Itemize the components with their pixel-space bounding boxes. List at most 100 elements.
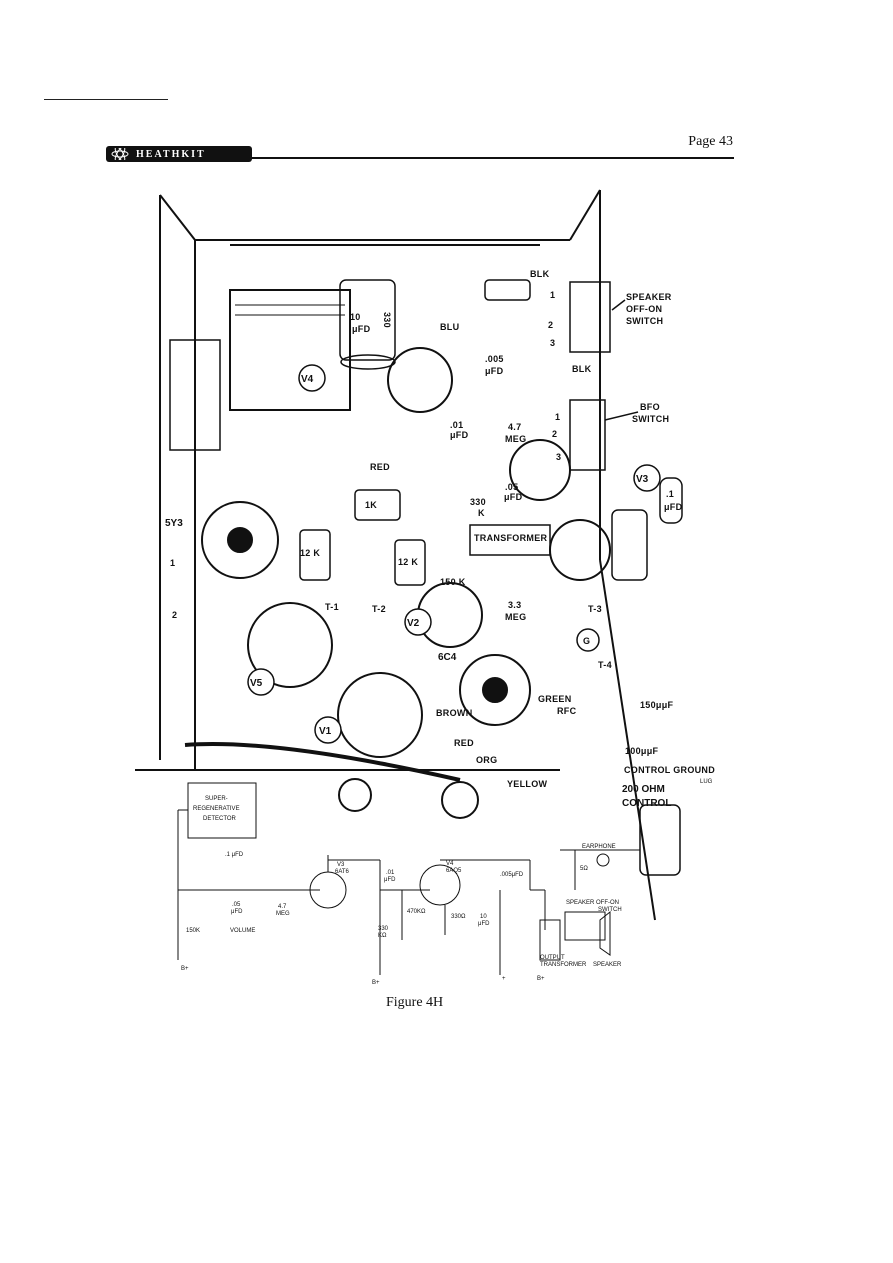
- c-10-unit: μFD: [478, 921, 490, 927]
- c-01-value: .01: [386, 870, 395, 876]
- cable: [184, 742, 461, 782]
- if-transformer: [469, 524, 551, 556]
- terminal-t2: T-2: [372, 604, 386, 614]
- bfo-switch: [569, 399, 639, 471]
- c-01-unit: μFD: [384, 877, 396, 883]
- power-transformer: [169, 289, 351, 451]
- terminal-t4: T-4: [598, 660, 612, 670]
- terminal-t3: T-3: [588, 604, 602, 614]
- cap-05-value: .05: [505, 482, 518, 492]
- output-tr-line1: OUTPUT: [540, 955, 565, 961]
- tube-6c4: 6C4: [438, 652, 457, 663]
- lead-red: RED: [454, 738, 474, 748]
- figure-caption: Figure 4H: [386, 995, 444, 1010]
- cap-01-unit: μFD: [450, 430, 469, 440]
- res-47-value: 4.7: [508, 422, 521, 432]
- bfo-switch-line2: SWITCH: [632, 414, 669, 424]
- earphone-label: EARPHONE: [582, 844, 616, 850]
- v4-label: V4: [446, 861, 454, 867]
- res-12k-b: 12 K: [398, 557, 418, 567]
- bfo-sw-3: 3: [556, 452, 561, 462]
- wire-blk-top: BLK: [530, 269, 550, 279]
- speaker-switch-line1: SPEAKER: [626, 292, 672, 302]
- electrolytic-capacitor: [339, 279, 396, 370]
- block-line1: SUPER-: [205, 796, 228, 802]
- res-33-value: 3.3: [508, 600, 521, 610]
- c-10-value: 10: [480, 914, 487, 920]
- v3-type: 6AT6: [335, 869, 350, 875]
- spk-switch-line1: SPEAKER OFF-ON: [566, 900, 619, 906]
- res-12k-a: 12 K: [300, 548, 320, 558]
- cap-100-callout: 100μμF: [625, 746, 659, 756]
- lug-callout: LUG: [700, 779, 713, 785]
- tube-sockets: [201, 347, 611, 758]
- lead-green: GREEN: [538, 694, 572, 704]
- r-470k: 470KΩ: [407, 909, 426, 915]
- cap-005-unit: μFD: [485, 366, 504, 376]
- res-150k: 150 K: [440, 577, 466, 587]
- r-330k-value: 330: [378, 926, 389, 932]
- c-vol-value: .05: [232, 902, 241, 908]
- page-number: Page 43: [688, 134, 733, 149]
- spk-sw-3: 3: [550, 338, 555, 348]
- res-1k: 1K: [365, 500, 377, 510]
- lead-brown: BROWN: [436, 708, 473, 718]
- r-330k-unit: KΩ: [378, 933, 387, 939]
- speaker-switch-line2: OFF-ON: [626, 304, 662, 314]
- tube-v1: V1: [319, 726, 332, 737]
- cap-10-value: 10: [350, 312, 361, 322]
- cap-10-unit: μFD: [352, 324, 371, 334]
- control-callout: CONTROL: [622, 798, 671, 809]
- chassis: [135, 189, 656, 921]
- spk-sw-2: 2: [548, 320, 553, 330]
- lead-org: ORG: [476, 755, 497, 765]
- v4-type: 6AQ5: [446, 868, 462, 874]
- r-5: 5Ω: [580, 866, 588, 872]
- r-47-value: 4.7: [278, 904, 287, 910]
- grommet: [441, 781, 479, 819]
- bfo-sw-1: 1: [555, 412, 560, 422]
- grommet-2: [338, 778, 372, 812]
- transformer-label: TRANSFORMER: [474, 533, 547, 543]
- tube-v5: V5: [250, 678, 263, 689]
- r-47-unit: MEG: [276, 911, 290, 917]
- tuning-knob: [611, 509, 681, 876]
- tube-v3: V3: [636, 474, 649, 485]
- wire-blu: BLU: [440, 322, 459, 332]
- ohm-200-callout: 200 OHM: [622, 784, 665, 795]
- bfo-sw-2: 2: [552, 429, 557, 439]
- terminal-t1: T-1: [325, 602, 339, 612]
- speaker-switch-line3: SWITCH: [626, 316, 663, 326]
- cap-1-value: .1: [666, 489, 674, 499]
- res-330-value: 330: [382, 312, 392, 328]
- block-line3: DETECTOR: [203, 816, 237, 822]
- tube-5y3: 5Y3: [165, 518, 183, 529]
- resistors: [299, 279, 531, 586]
- c-005: .005μFD: [500, 872, 524, 878]
- brand-name: HEATHKIT: [136, 148, 206, 160]
- tube-v2: V2: [407, 618, 420, 629]
- res-330k-unit: K: [478, 508, 485, 518]
- cap-1-unit: μFD: [664, 502, 683, 512]
- block-line2: REGENERATIVE: [193, 806, 240, 812]
- output-tr-line2: TRANSFORMER: [540, 962, 587, 968]
- vol-label: VOLUME: [230, 928, 255, 934]
- v3-label: V3: [337, 862, 345, 868]
- spk-switch-line2: SWITCH: [598, 907, 622, 913]
- speaker-label: SPEAKER: [593, 962, 622, 968]
- bplus-2: B+: [372, 980, 380, 986]
- c-vol-unit: μFD: [231, 909, 243, 915]
- speaker-switch: [569, 281, 626, 353]
- cap-01-value: .01: [450, 420, 463, 430]
- res-33-unit: MEG: [505, 612, 526, 622]
- pin-1: 1: [170, 558, 175, 568]
- terminal-g: G: [583, 636, 590, 646]
- bplus-3: +: [502, 976, 506, 982]
- lead-yellow: YELLOW: [507, 779, 548, 789]
- cap-005-value: .005: [485, 354, 504, 364]
- tube-v4: V4: [301, 374, 314, 385]
- heathkit-logo: HEATHKIT: [106, 146, 252, 162]
- res-330k-value: 330: [470, 497, 486, 507]
